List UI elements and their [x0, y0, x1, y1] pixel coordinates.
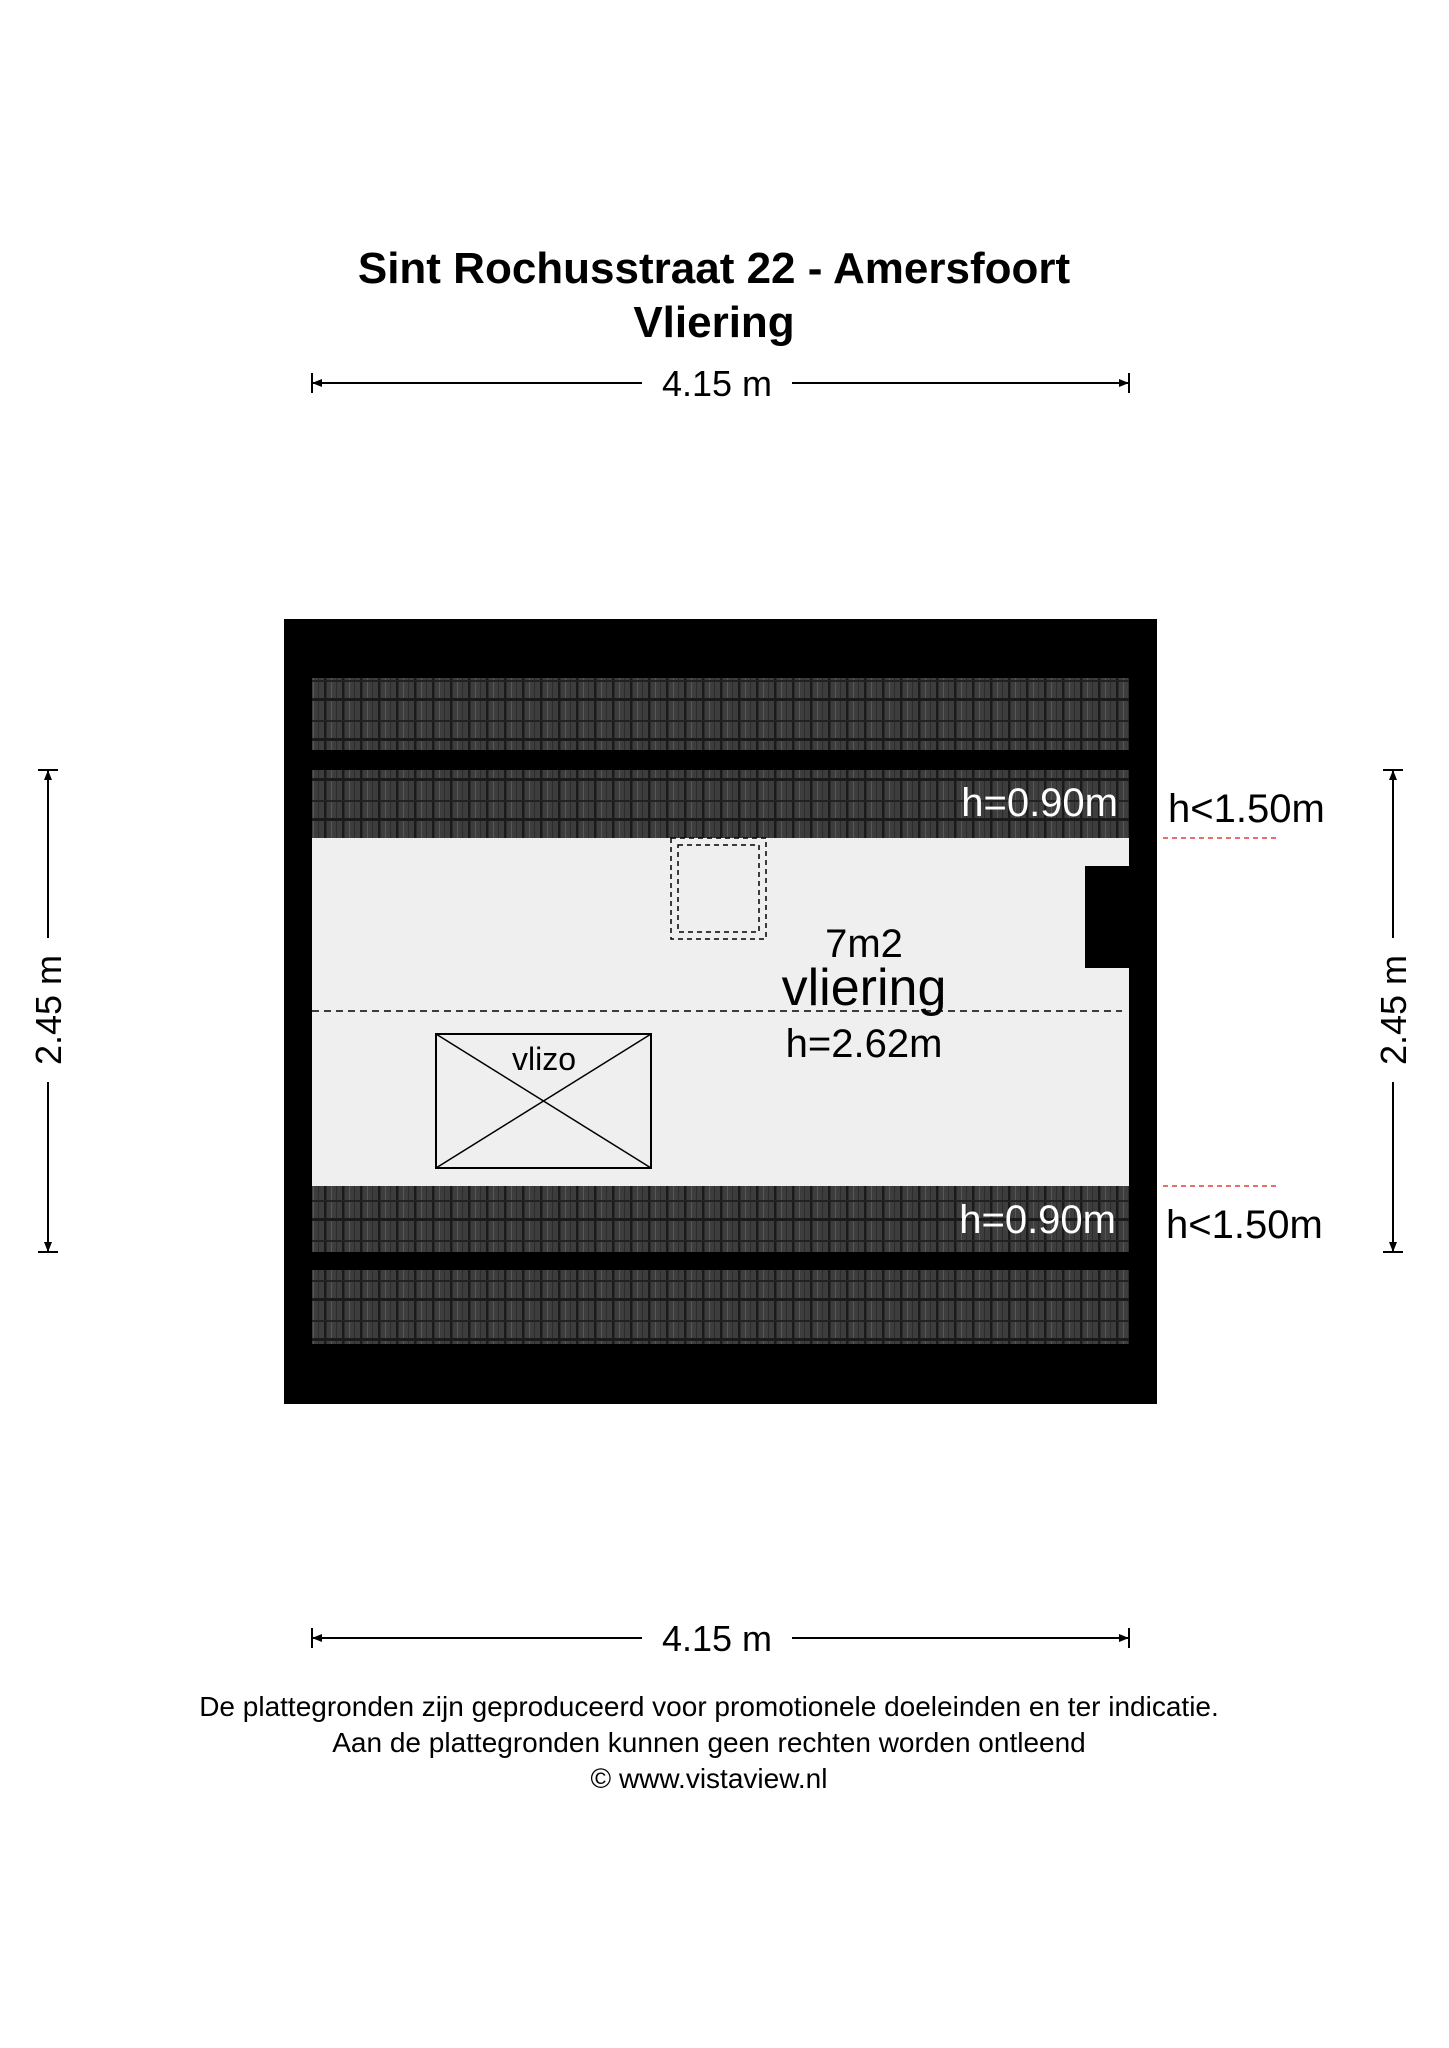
roof-window	[670, 837, 767, 940]
dimension-top-label: 4.15 m	[662, 363, 772, 404]
roof-tiles-top-inner	[312, 770, 1129, 838]
room-area: 7m2	[825, 922, 903, 966]
roof-height-top-inside: h=0.90m	[961, 781, 1118, 825]
chimney	[1085, 866, 1129, 968]
dimension-bottom: 4.15 m	[311, 1618, 1130, 1659]
roof-tiles-bottom-outer	[312, 1270, 1129, 1344]
dimension-left: 2.45 m	[28, 769, 69, 1253]
dimension-right-label: 2.45 m	[1373, 955, 1414, 1065]
roof-height-bottom-inside: h=0.90m	[959, 1198, 1116, 1242]
attic-hatch-label: vlizo	[512, 1041, 576, 1077]
disclaimer-line-2: Aan de plattegronden kunnen geen rechten…	[332, 1727, 1085, 1758]
room-name: vliering	[782, 959, 947, 1017]
dimension-top: 4.15 m	[311, 363, 1130, 404]
floor-title: Vliering	[633, 298, 794, 347]
roof-tiles-top-outer	[312, 678, 1129, 750]
address-title: Sint Rochusstraat 22 - Amersfoort	[358, 244, 1071, 293]
room-height: h=2.62m	[786, 1022, 943, 1066]
copyright: © www.vistaview.nl	[591, 1763, 828, 1794]
attic-hatch: vlizo	[435, 1033, 652, 1169]
roof-height-top-outside: h<1.50m	[1168, 787, 1325, 831]
dimension-bottom-label: 4.15 m	[662, 1618, 772, 1659]
dimension-right: 2.45 m	[1373, 769, 1414, 1253]
room-floor	[312, 838, 1129, 1186]
roof-height-bottom-outside: h<1.50m	[1166, 1203, 1323, 1247]
dimension-left-label: 2.45 m	[28, 955, 69, 1065]
roof-tiles-bottom-inner	[312, 1186, 1129, 1252]
disclaimer-line-1: De plattegronden zijn geproduceerd voor …	[199, 1691, 1219, 1722]
